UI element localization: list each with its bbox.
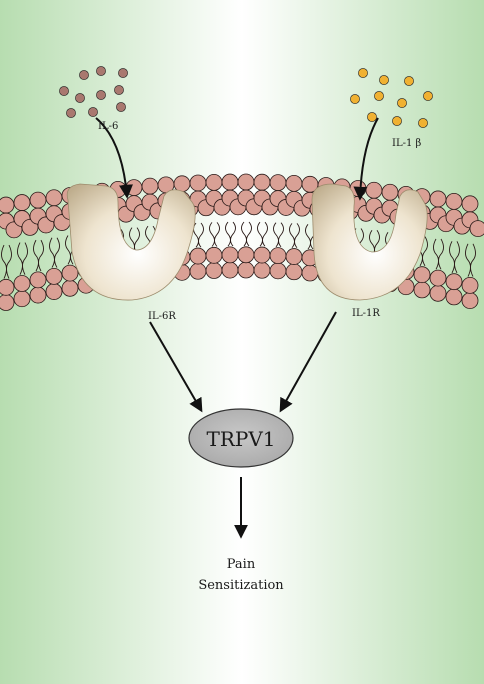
il6-binding-arrow	[95, 117, 133, 199]
il1r-label: IL-1R	[352, 308, 380, 319]
il1b-label: IL-1 β	[392, 138, 422, 149]
il6r-to-trpv1-arrow	[149, 321, 203, 413]
trpv1-channel-node	[188, 408, 294, 468]
il1-receptor	[311, 183, 428, 301]
trpv1-label: TRPV1	[206, 427, 275, 451]
il1r-to-trpv1-arrow	[279, 311, 337, 413]
il6-label: IL-6	[98, 121, 118, 132]
outcome-pain-label: Pain	[227, 557, 256, 572]
il1b-binding-arrow	[353, 117, 379, 201]
outcome-sensitization-label: Sensitization	[198, 578, 284, 593]
il6-receptor	[66, 183, 196, 301]
il6r-label: IL-6R	[148, 311, 176, 322]
il1b-ligand-molecules	[350, 68, 433, 128]
il6-ligand-molecules	[59, 66, 128, 118]
